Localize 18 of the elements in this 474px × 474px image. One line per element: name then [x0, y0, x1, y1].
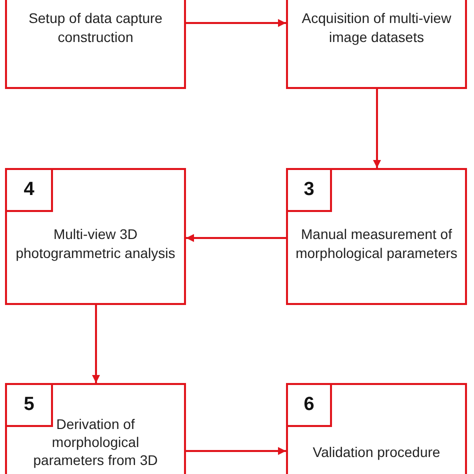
process-box [5, 168, 186, 305]
step-label: Acquisition of multi-view image datasets [300, 9, 452, 47]
step-label: Manual measurement of morphological parameters [294, 225, 458, 263]
process-box [286, 383, 467, 474]
arrow [186, 447, 286, 455]
step-number-box: 6 [286, 383, 332, 427]
arrow [186, 19, 286, 27]
step-number-box: 3 [286, 168, 332, 212]
step-label: Setup of data capture construction [28, 9, 164, 47]
step-number-box: 4 [5, 168, 53, 212]
arrow [373, 89, 381, 168]
step-label: Validation procedure [312, 443, 442, 462]
process-box [286, 168, 467, 305]
arrow [186, 234, 286, 242]
process-box [5, 383, 186, 474]
arrow [92, 305, 100, 383]
step-number-box: 5 [5, 383, 53, 427]
step-label: Multi-view 3D photogrammetric analysis [14, 225, 176, 263]
